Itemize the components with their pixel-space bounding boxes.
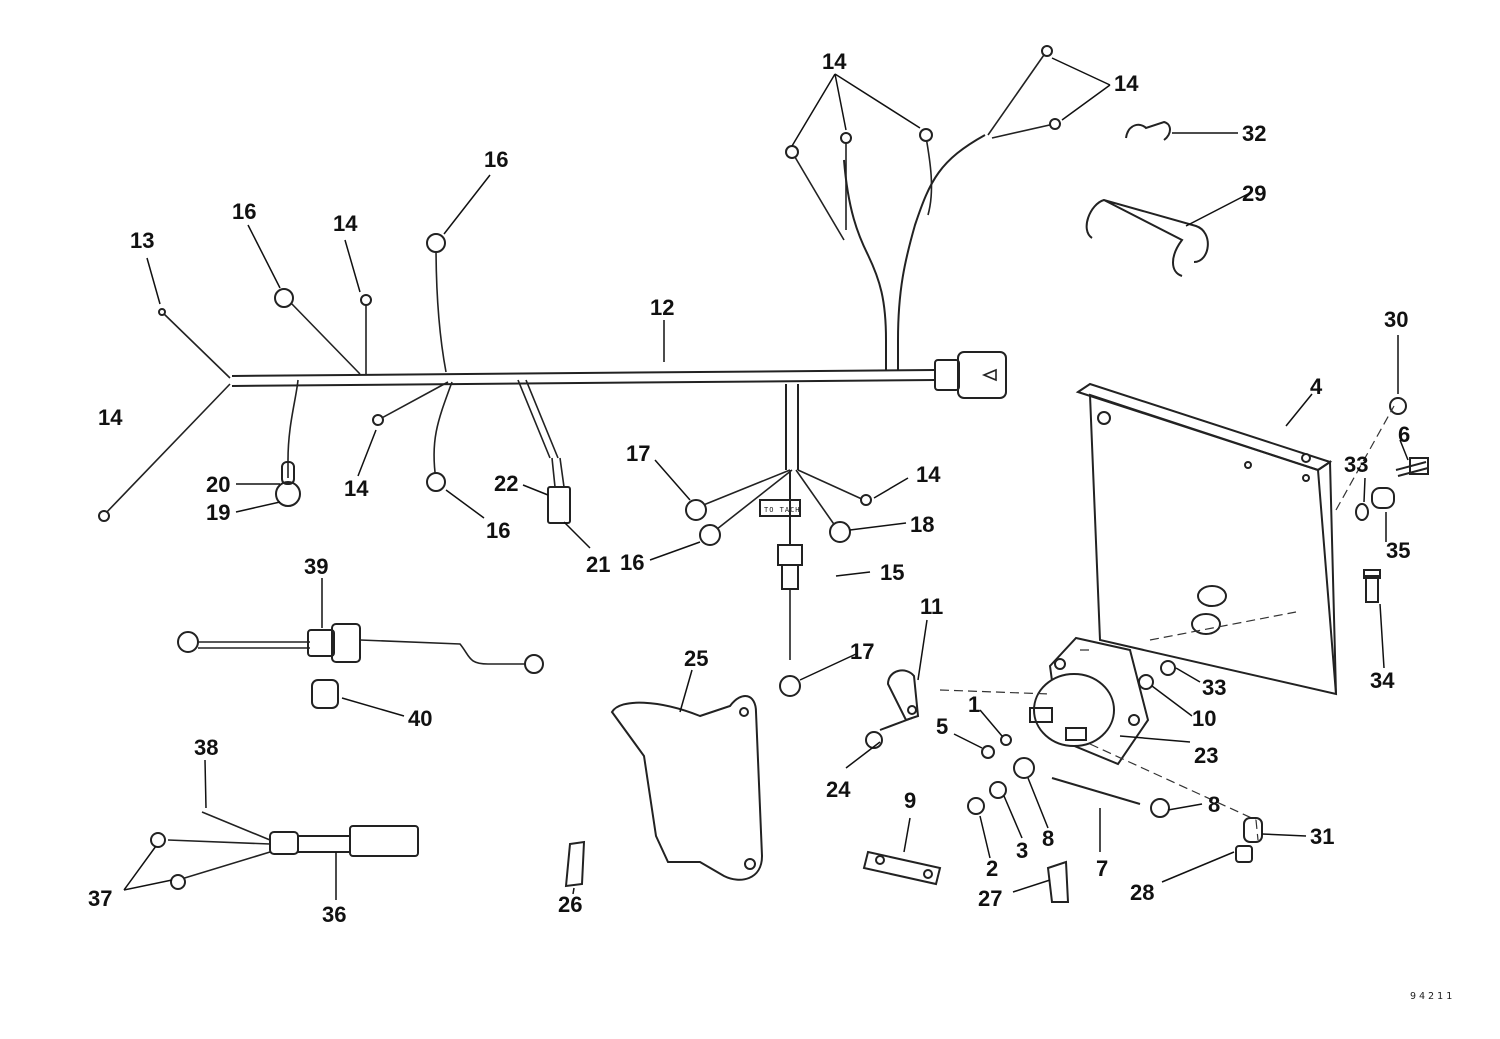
connector-22-21 xyxy=(547,486,571,524)
drawing-code: 94211 xyxy=(1410,991,1455,1002)
fasteners-right xyxy=(1335,397,1429,603)
callout-13: 13 xyxy=(130,228,154,253)
callout-11: 11 xyxy=(920,594,943,619)
clip-32 xyxy=(1125,120,1171,141)
harness-terminals xyxy=(98,45,1061,546)
callout-30: 30 xyxy=(1384,307,1408,332)
callout-3: 3 xyxy=(1016,838,1028,863)
callout-23: 23 xyxy=(1194,743,1218,768)
callout-5: 5 xyxy=(936,714,948,739)
callout-25: 25 xyxy=(684,646,708,671)
leader-lines xyxy=(123,57,1409,900)
harness-plug-connector xyxy=(934,359,960,391)
screw-28 xyxy=(1235,845,1253,863)
sensor-stem xyxy=(781,564,799,590)
sensor-body xyxy=(777,544,803,566)
callout-14: 14 xyxy=(822,49,847,74)
callout-35: 35 xyxy=(1386,538,1410,563)
terminal-17b xyxy=(779,675,801,697)
callout-1: 1 xyxy=(968,692,980,717)
cap-40 xyxy=(311,679,339,709)
callout-15: 15 xyxy=(880,560,904,585)
boot-20 xyxy=(281,461,295,485)
callout-27: 27 xyxy=(978,886,1002,911)
callout-12: 12 xyxy=(650,295,674,320)
callout-8: 8 xyxy=(1042,826,1054,851)
callout-4: 4 xyxy=(1310,374,1323,399)
callout-19: 19 xyxy=(206,500,230,525)
callout-labels: 13 14 16 14 16 12 14 14 32 29 30 4 6 33 … xyxy=(88,49,1455,1002)
harness-tag xyxy=(759,499,801,517)
callout-16: 16 xyxy=(486,518,510,543)
callout-17: 17 xyxy=(850,639,874,664)
callout-14: 14 xyxy=(333,211,358,236)
callout-36: 36 xyxy=(322,902,346,927)
screw-24 xyxy=(865,731,883,749)
clip-31 xyxy=(1243,817,1263,843)
callout-14: 14 xyxy=(98,405,123,430)
callout-37: 37 xyxy=(88,886,112,911)
callout-6: 6 xyxy=(1398,422,1410,447)
callout-31: 31 xyxy=(1310,824,1334,849)
stud-7 xyxy=(1051,777,1141,805)
svg-text:TO TACH: TO TACH xyxy=(764,506,801,514)
callout-22: 22 xyxy=(494,471,518,496)
callout-16: 16 xyxy=(232,199,256,224)
callout-26: 26 xyxy=(558,892,582,917)
callout-21: 21 xyxy=(586,552,610,577)
harness-plug-body xyxy=(957,351,1007,399)
callout-38: 38 xyxy=(194,735,218,760)
callout-2: 2 xyxy=(986,856,998,881)
terminal-19 xyxy=(275,481,301,507)
pigtail-36 xyxy=(150,811,419,890)
clamp-11 xyxy=(886,669,920,722)
cable-39 xyxy=(177,623,544,709)
callout-17: 17 xyxy=(626,441,650,466)
callout-9: 9 xyxy=(904,788,916,813)
callout-18: 18 xyxy=(910,512,934,537)
callout-16: 16 xyxy=(620,550,644,575)
clip-29 xyxy=(1085,198,1209,277)
callout-28: 28 xyxy=(1130,880,1154,905)
callout-8: 8 xyxy=(1208,792,1220,817)
callout-14: 14 xyxy=(1114,71,1139,96)
clip-26 xyxy=(564,840,586,888)
callout-20: 20 xyxy=(206,472,230,497)
callout-33: 33 xyxy=(1344,452,1368,477)
wiring-harness: TO TACH xyxy=(103,51,1055,697)
callout-33: 33 xyxy=(1202,675,1226,700)
callout-34: 34 xyxy=(1370,668,1395,693)
callout-24: 24 xyxy=(826,777,851,802)
mounting-plate-4 xyxy=(1075,382,1338,696)
star-washer-30 xyxy=(1389,397,1407,415)
solenoid-23 xyxy=(939,636,1259,841)
small-hardware xyxy=(564,660,1263,903)
callout-39: 39 xyxy=(304,554,328,579)
callout-7: 7 xyxy=(1096,856,1108,881)
link-9 xyxy=(862,850,942,886)
callout-14: 14 xyxy=(916,462,941,487)
callout-40: 40 xyxy=(408,706,432,731)
clip-27 xyxy=(1046,860,1070,903)
bracket-25 xyxy=(610,695,764,881)
callout-16: 16 xyxy=(484,147,508,172)
callout-32: 32 xyxy=(1242,121,1266,146)
callout-10: 10 xyxy=(1192,706,1216,731)
callout-29: 29 xyxy=(1242,181,1266,206)
callout-14: 14 xyxy=(344,476,369,501)
